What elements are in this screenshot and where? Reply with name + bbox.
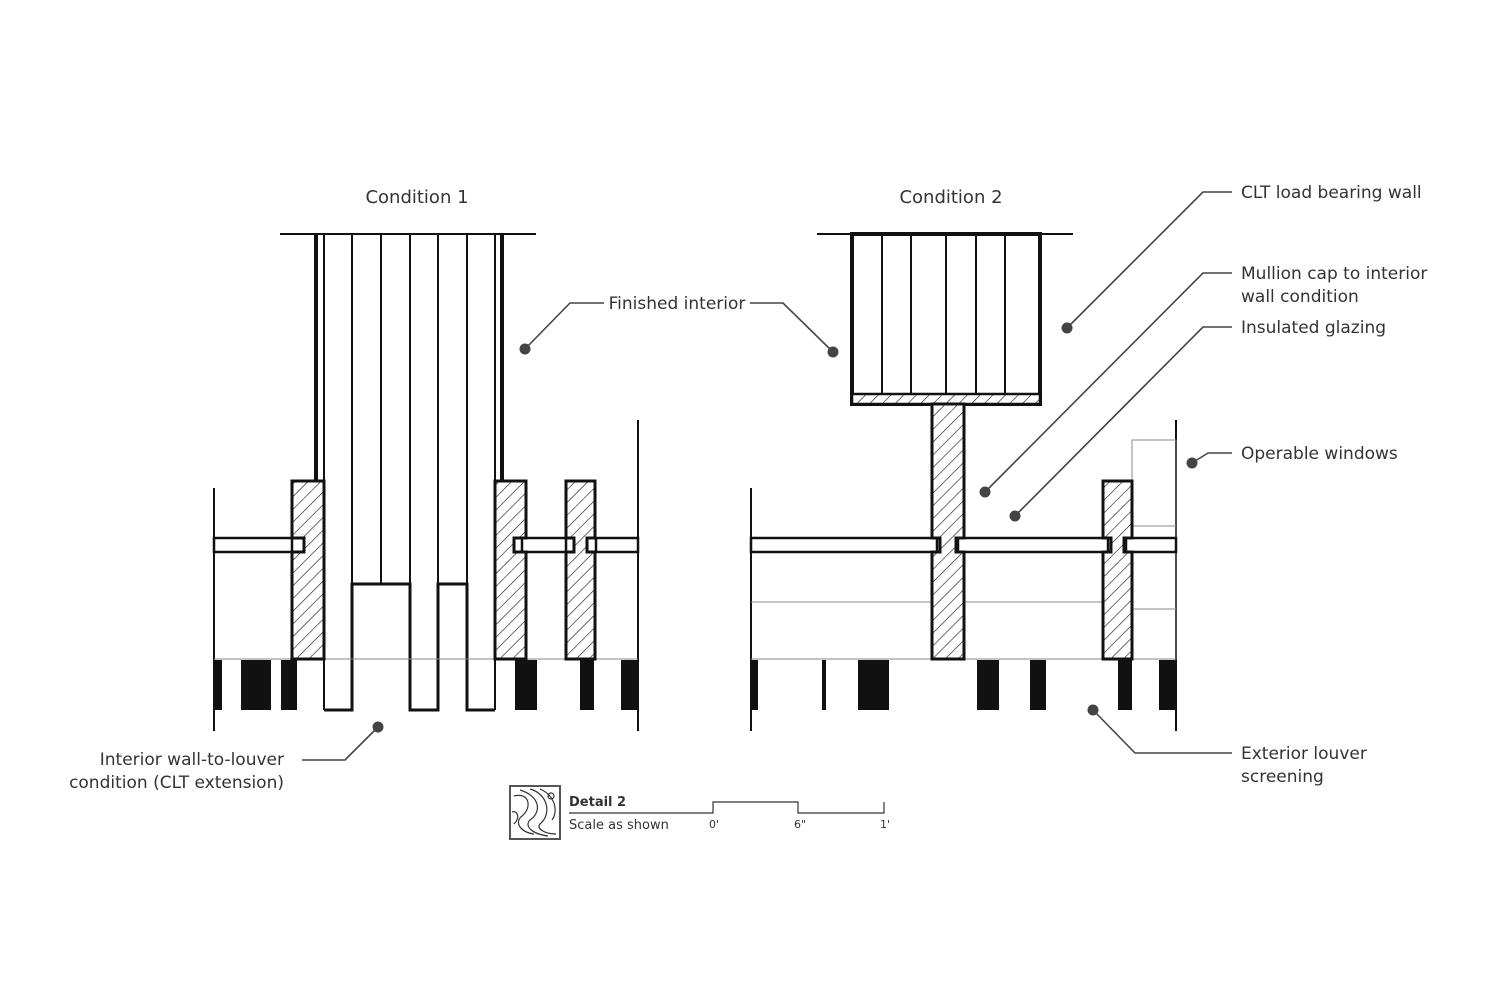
scale-bar — [569, 801, 885, 814]
label-operable-windows: Operable windows — [1241, 444, 1398, 464]
label-interior-wall-line1: Interior wall-to-louver — [100, 750, 284, 770]
label-mullion-line2: wall condition — [1241, 287, 1359, 307]
label-finished-interior: Finished interior — [609, 294, 746, 314]
condition-1-drawing — [212, 233, 640, 731]
legend-subtitle: Scale as shown — [569, 818, 669, 833]
dot-exterior-louver — [1087, 704, 1099, 716]
scale-tick-6in: 6" — [794, 818, 806, 831]
condition-1-title: Condition 1 — [365, 187, 468, 208]
dot-interior-wall — [372, 721, 384, 733]
leader-lines — [302, 191, 1232, 761]
leader-dots — [372, 322, 1198, 733]
dot-mullion-cap — [979, 486, 991, 498]
dot-operable-windows — [1186, 457, 1198, 469]
condition-2-title: Condition 2 — [899, 187, 1002, 208]
scale-tick-1ft: 1' — [880, 818, 890, 831]
scale-tick-0: 0' — [709, 818, 719, 831]
condition-2-drawing — [749, 232, 1178, 731]
wood-grain-icon — [509, 785, 561, 840]
detail-legend: Detail 2 Scale as shown 0' 6" 1' — [509, 785, 890, 840]
label-insulated-glazing: Insulated glazing — [1241, 318, 1386, 338]
dot-finished-interior-left — [519, 343, 531, 355]
legend-title: Detail 2 — [569, 795, 626, 810]
label-louver-line2: screening — [1241, 767, 1324, 787]
label-mullion-line1: Mullion cap to interior — [1241, 264, 1427, 284]
label-louver-line1: Exterior louver — [1241, 744, 1367, 764]
label-interior-wall-line2: condition (CLT extension) — [69, 773, 284, 793]
dot-finished-interior-right — [827, 346, 839, 358]
dot-insulated-glazing — [1009, 510, 1021, 522]
dot-clt-wall — [1061, 322, 1073, 334]
label-clt-wall: CLT load bearing wall — [1241, 183, 1422, 203]
